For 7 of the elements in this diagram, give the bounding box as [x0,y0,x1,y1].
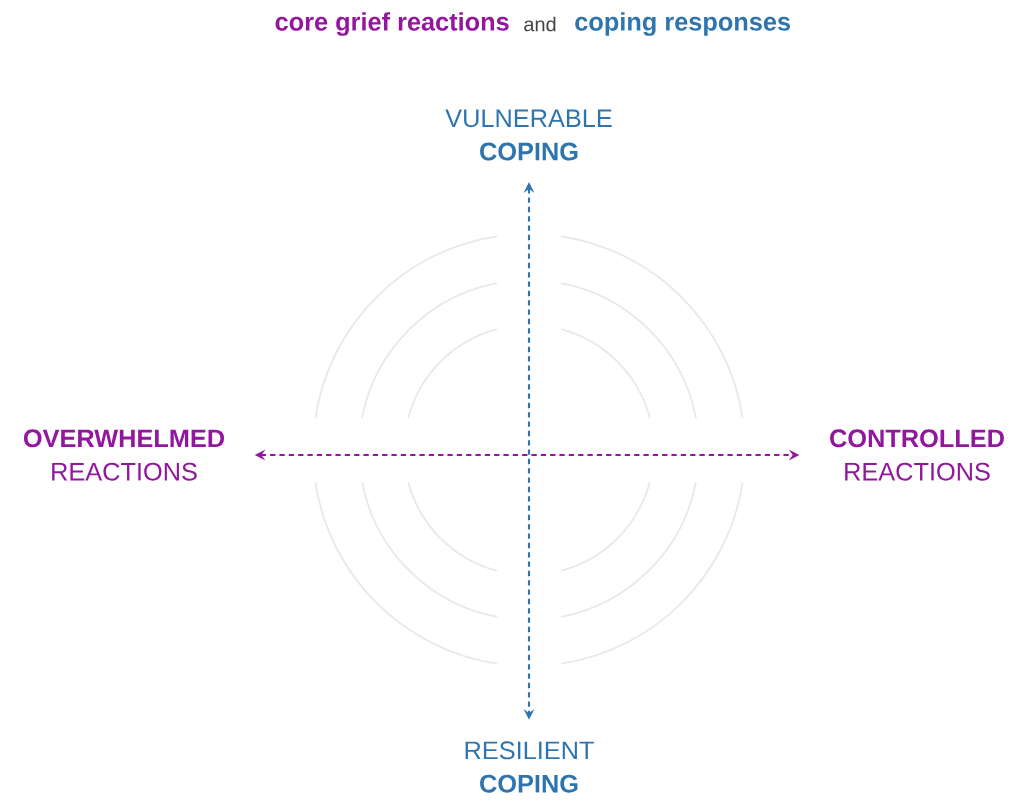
axis-label: OVERWHELMED REACTIONS [23,429,225,481]
title-text: and [524,16,556,32]
title-text: core grief reactions [275,12,509,36]
title-text: coping responses [575,12,790,36]
axis-label: CONTROLLED REACTIONS [830,429,1004,481]
axis-label: RESILIENT COPING [465,741,594,793]
axis-label: VULNERABLE COPING [445,109,612,161]
